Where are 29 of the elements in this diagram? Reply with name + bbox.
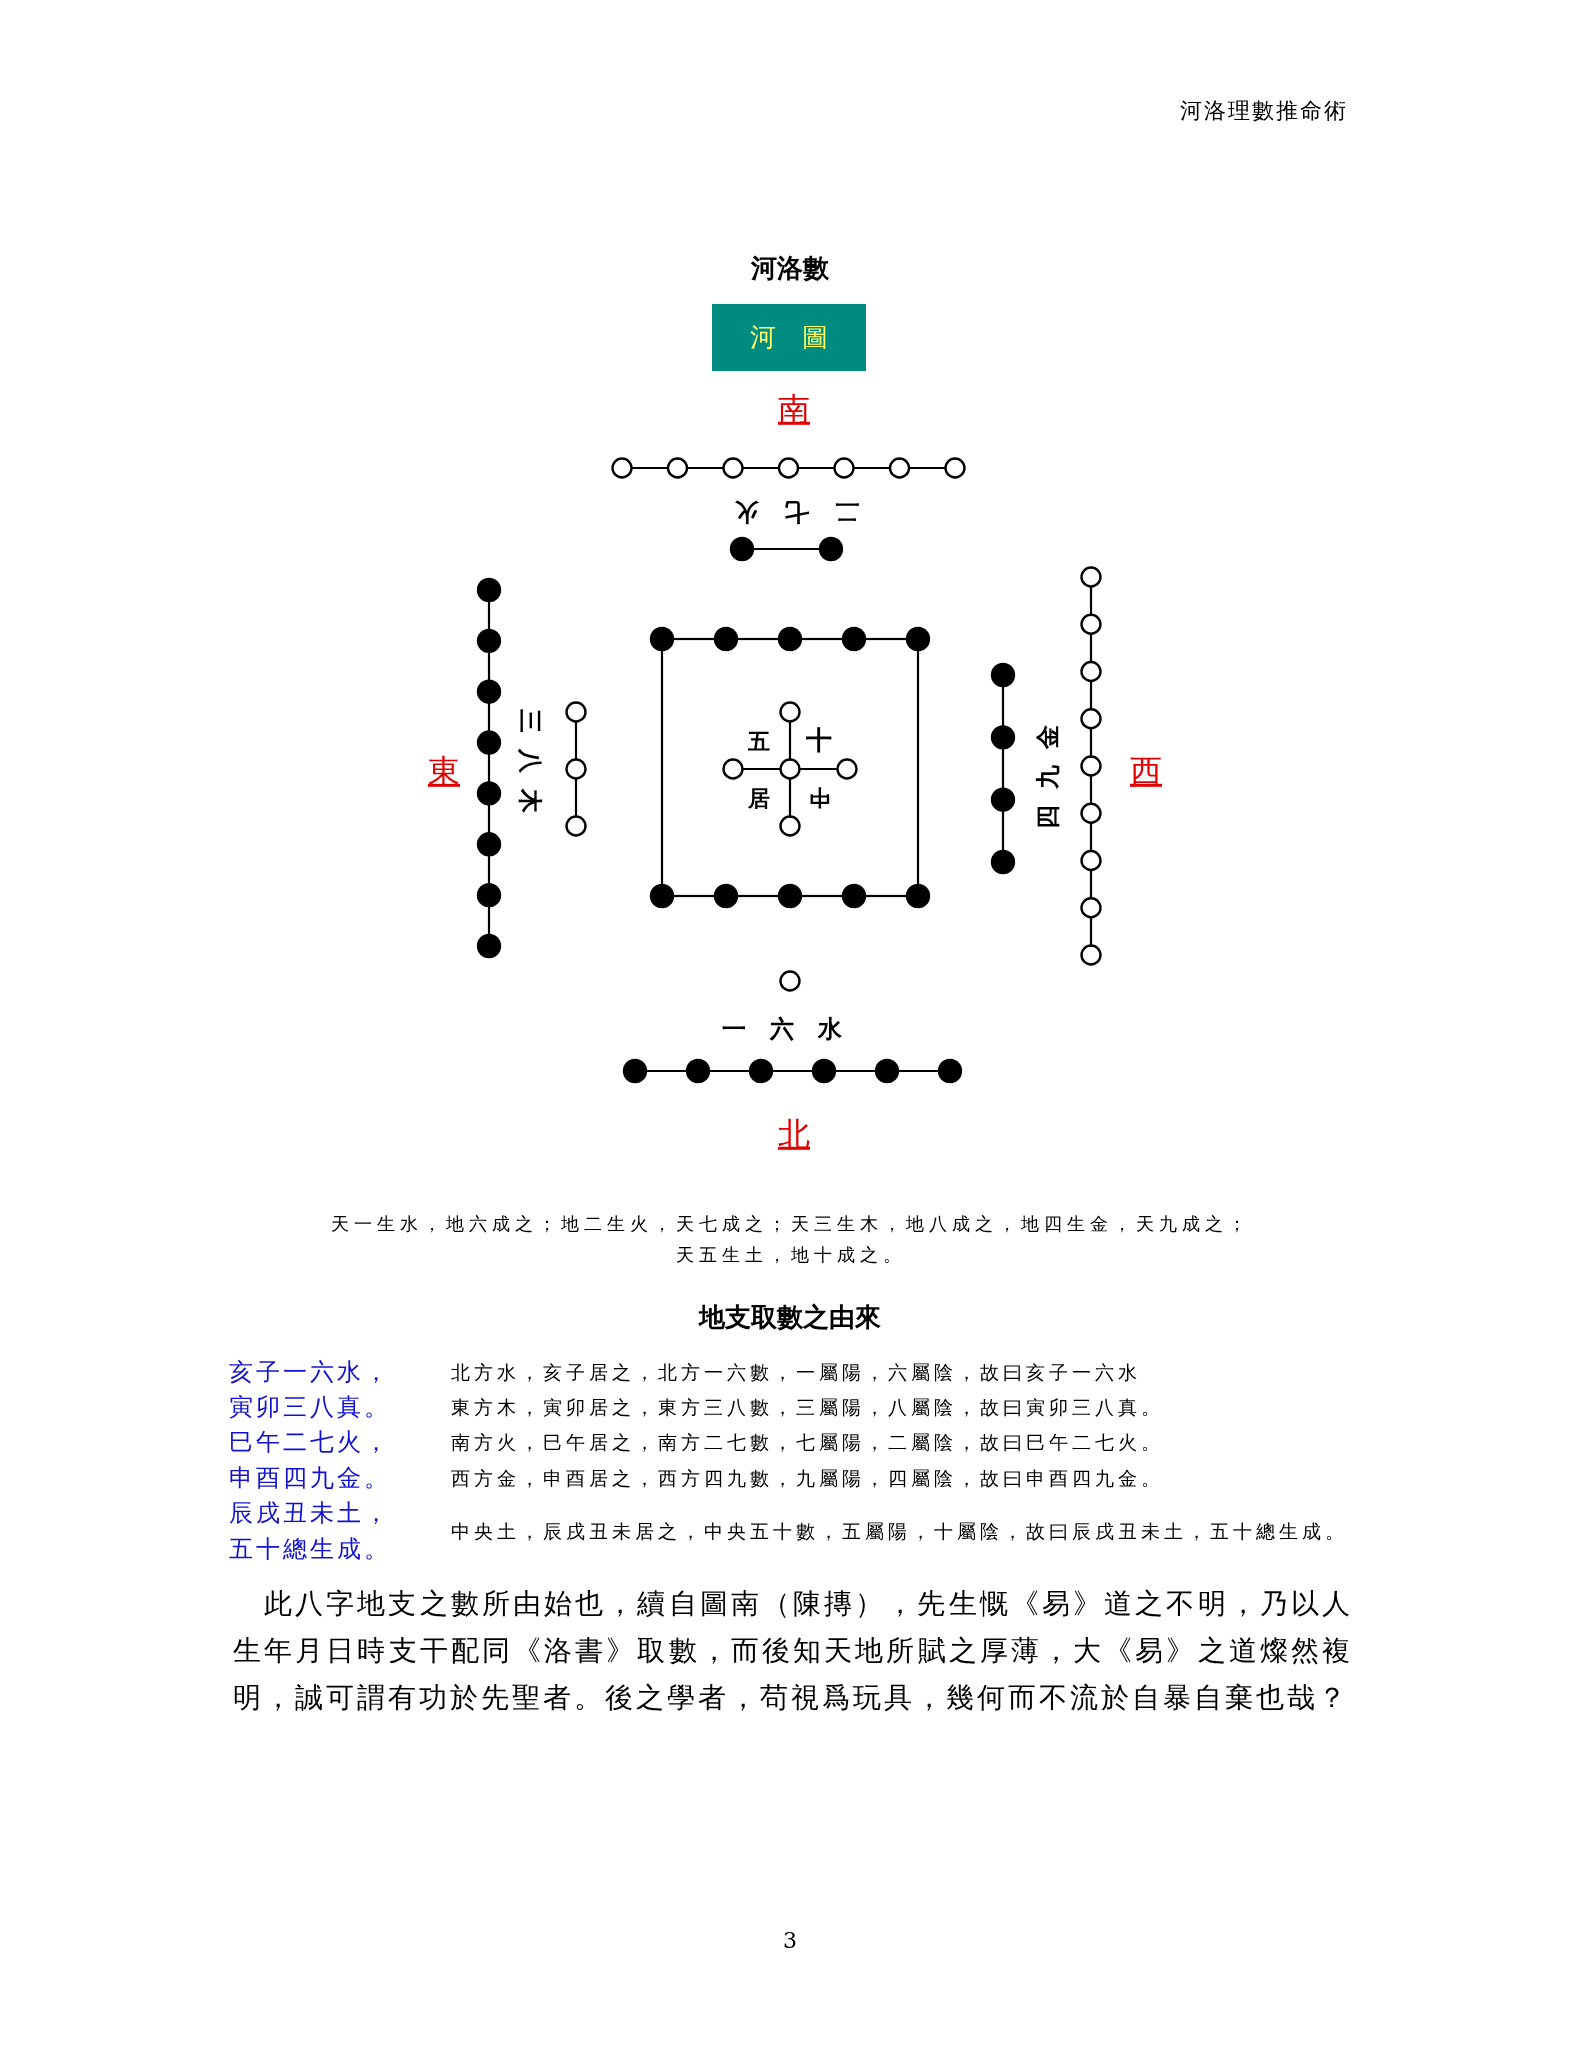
- verse-line: 申酉四九金。: [229, 1463, 392, 1494]
- section-heading: 地支取數之由來: [699, 1302, 881, 1334]
- diagram-title: 河洛數: [751, 253, 829, 285]
- figure-caption: 天一生水，地六成之；地二生火，天七成之；天三生木，地八成之，地四生金，天九成之；天五生土，地十成之。: [330, 1212, 1252, 1267]
- center-label: 居: [748, 784, 770, 812]
- element-label: 二七火: [709, 497, 859, 527]
- explanation-text: 南方火，巳午居之，南方二七數，七屬陽，二屬陰，故曰巳午二七火。: [451, 1430, 1164, 1454]
- verse-line: 亥子一六水，: [229, 1357, 392, 1388]
- direction-label: 南: [778, 389, 810, 429]
- page-header: 河洛理數推命術: [1180, 97, 1348, 125]
- element-label: 一六水: [722, 1014, 866, 1044]
- center-label: 五: [748, 727, 770, 755]
- direction-label: 東: [428, 751, 460, 791]
- element-label: 四九金: [1033, 709, 1063, 829]
- explanation-text: 中央土，辰戌丑未居之，中央五十數，五屬陽，十屬陰，故曰辰戌丑未土，五十總生成。: [451, 1519, 1348, 1543]
- explanation-text: 西方金，申酉居之，西方四九數，九屬陽，四屬陰，故曰申酉四九金。: [451, 1466, 1164, 1490]
- center-label: 中: [808, 784, 830, 812]
- explanation-text: 東方木，寅卯居之，東方三八數，三屬陽，八屬陰，故曰寅卯三八真。: [451, 1395, 1164, 1419]
- page-number: 3: [783, 1927, 797, 1955]
- verse-line: 巳午二七火，: [229, 1427, 392, 1458]
- element-label: 三八木: [515, 709, 545, 829]
- explanation-text: 北方水，亥子居之，北方一六數，一屬陽，六屬陰，故曰亥子一六水: [451, 1360, 1141, 1384]
- direction-label: 北: [778, 1114, 810, 1154]
- body-paragraph: 此八字地支之數所由始也，續自圖南（陳摶），先生慨《易》道之不明，乃以人生年月日時支干配同《洛書》取數，而後知天地所賦之厚薄，大《易》之道燦然複明，誠可謂有功於先聖者。後之學者，苟視爲玩具，幾何而不流於自暴自棄也哉？: [233, 1586, 1353, 1716]
- verse-line: 辰戌丑未土，五十總生成。: [229, 1498, 392, 1565]
- center-label: 十: [806, 725, 832, 757]
- title-banner: 河 圖: [712, 304, 866, 371]
- direction-label: 西: [1130, 751, 1162, 791]
- verse-line: 寅卯三八真。: [229, 1392, 392, 1423]
